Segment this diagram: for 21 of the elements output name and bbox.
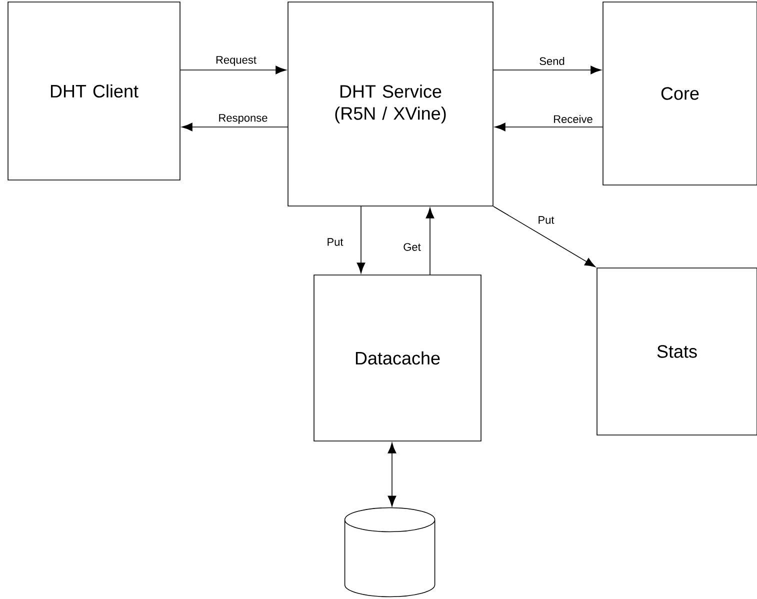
arrow (493, 206, 596, 268)
component-box: DHT Service (R5N / XVine) (288, 2, 494, 206)
component-box: DHT Client (8, 2, 180, 180)
edge-label: Request (214, 55, 258, 67)
arrow (180, 66, 286, 74)
arrow (182, 122, 288, 132)
arrow (426, 208, 434, 275)
arrow (356, 206, 366, 274)
edge-label: Send (538, 56, 566, 66)
arrow (494, 122, 603, 132)
edge-label: Receive (552, 114, 594, 124)
edge-label: Response (217, 113, 269, 125)
component-box: Datacache (314, 274, 482, 442)
component-box: Stats (596, 268, 757, 436)
arrow (493, 66, 602, 74)
edge-label: Put (536, 215, 556, 225)
edge-label: Get (402, 242, 422, 252)
arrow (388, 442, 396, 507)
edge-label: Put (326, 237, 344, 247)
component-box: Core (602, 2, 757, 186)
database-cylinder (344, 507, 436, 598)
